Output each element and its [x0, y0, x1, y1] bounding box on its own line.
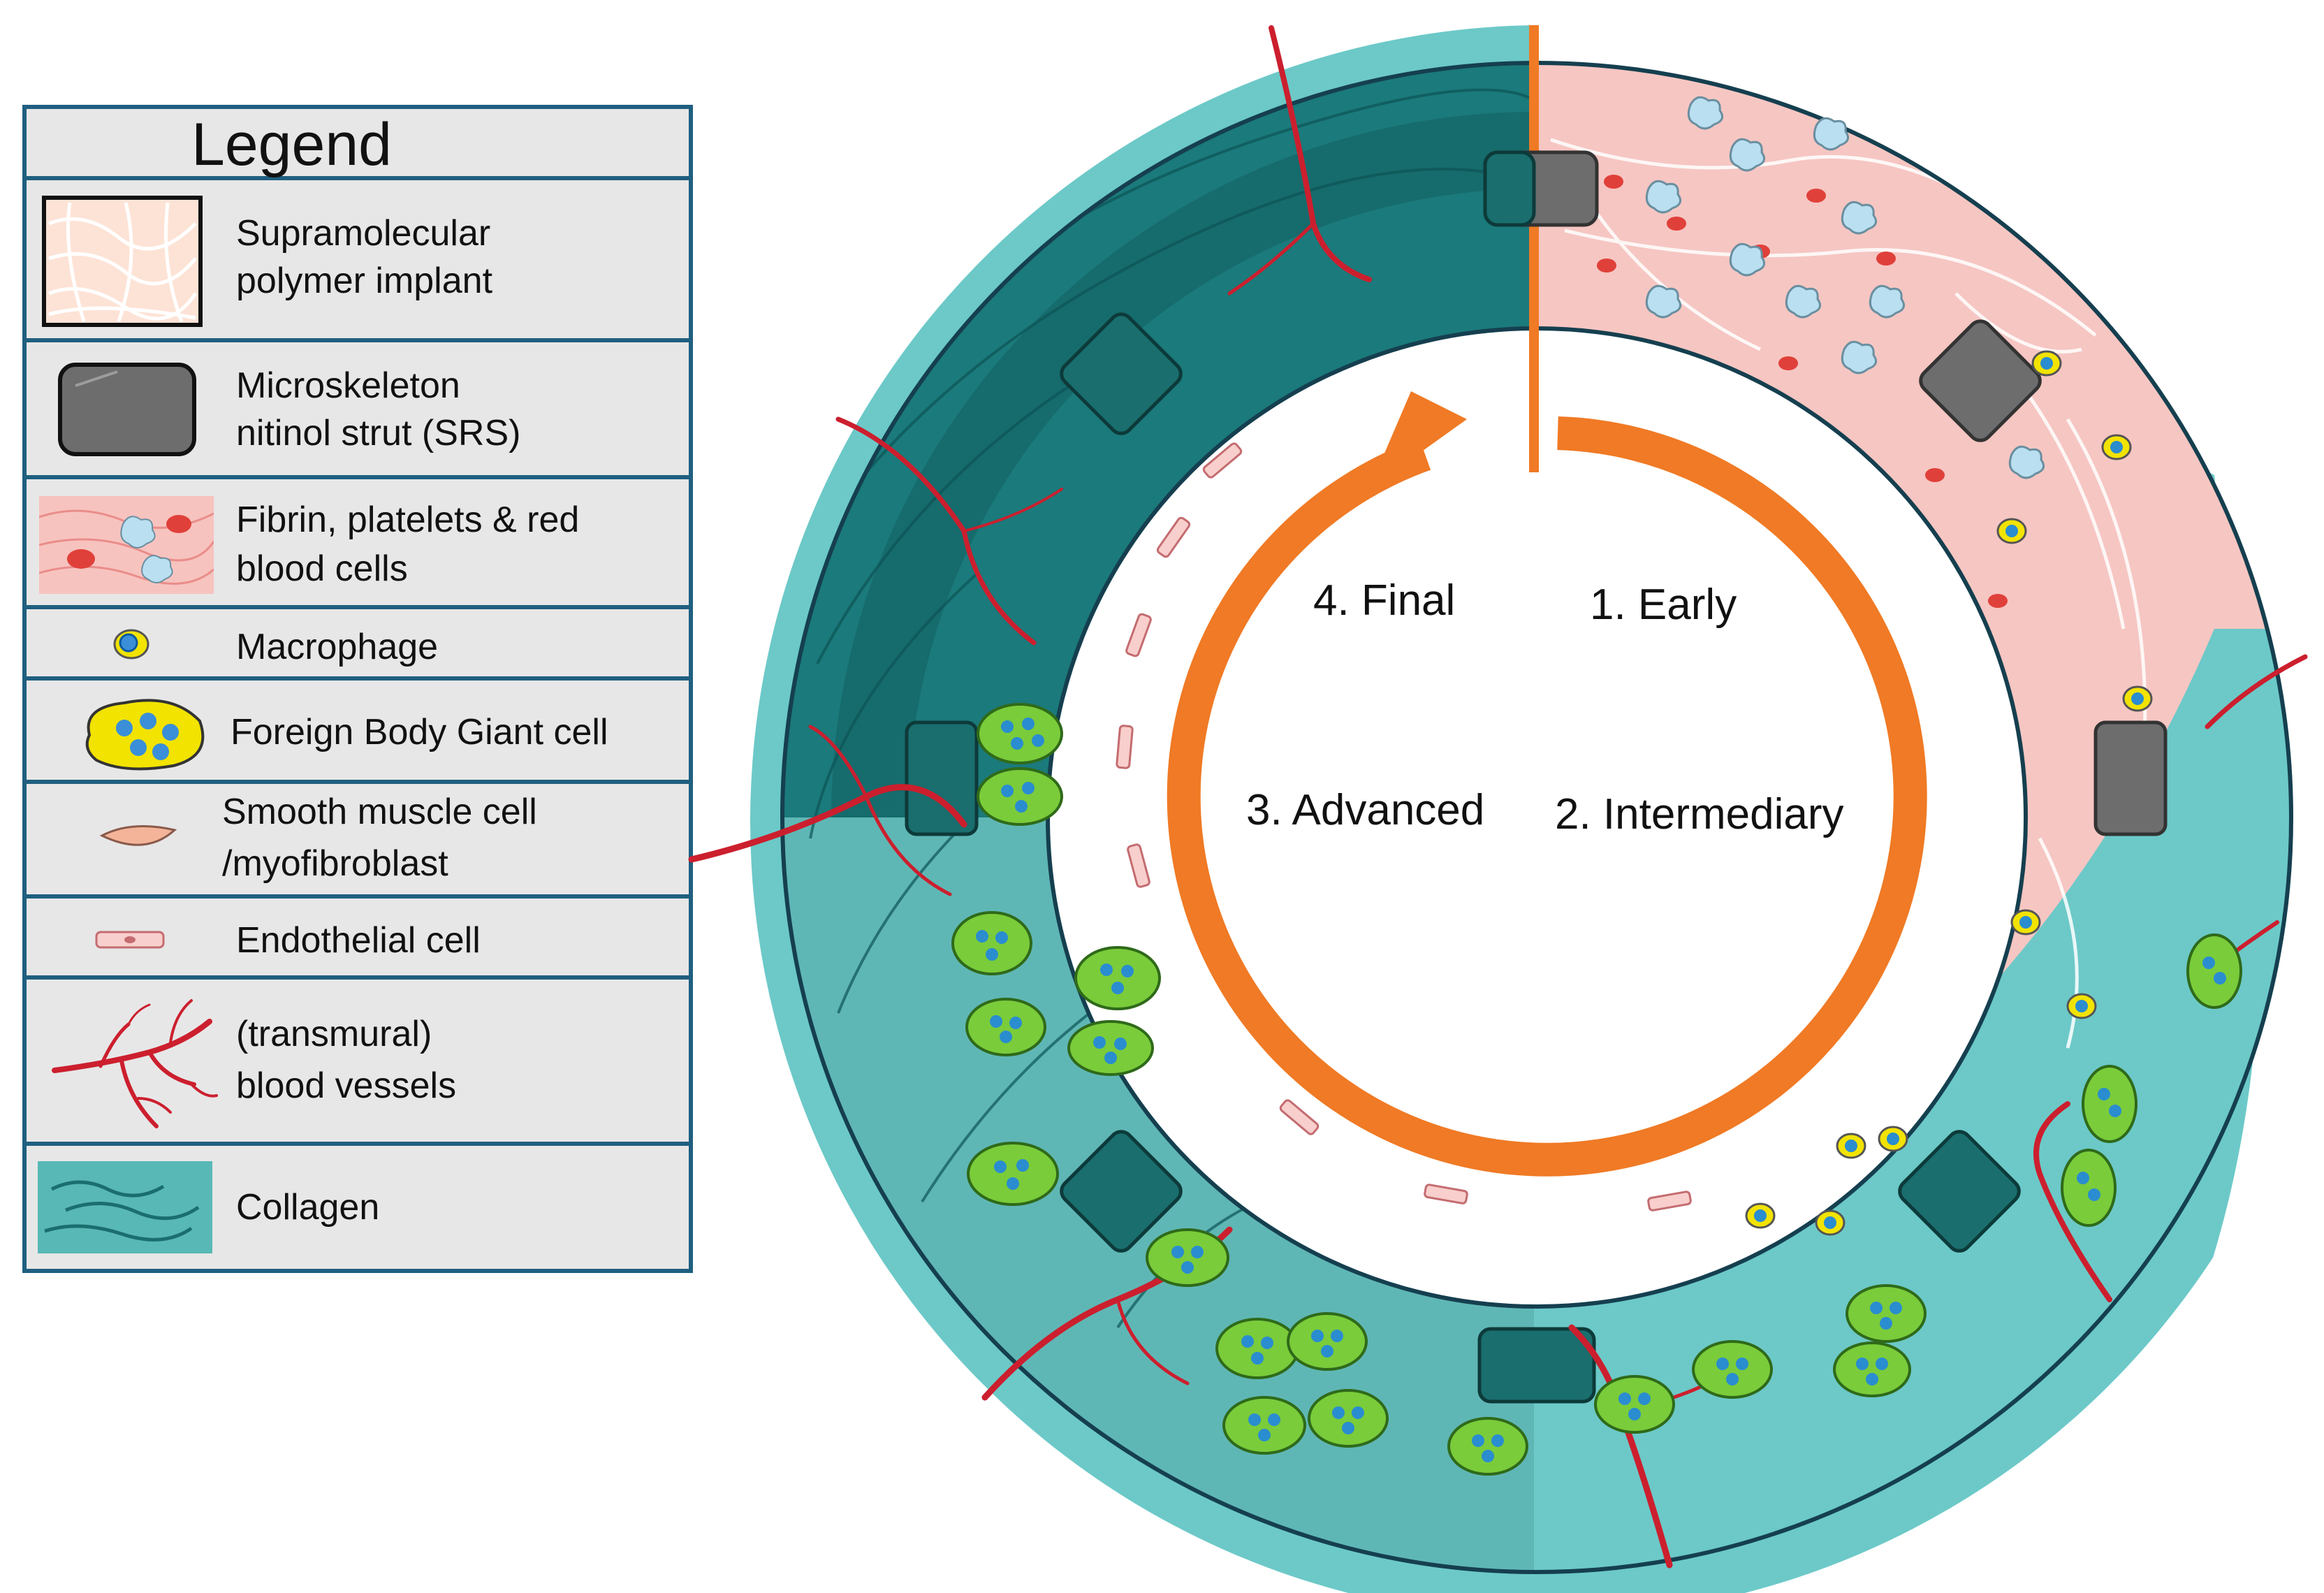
macrophage-icon: [1878, 1126, 1908, 1152]
legend-row-vessels: (transmural) blood vessels: [27, 980, 689, 1146]
legend-label-smc-1: Smooth muscle cell: [222, 792, 537, 832]
legend-label-implant-2: polymer implant: [236, 261, 493, 301]
fbgc-cell: [2186, 933, 2242, 1009]
legend-row-implant: Supramolecular polymer implant: [27, 180, 689, 342]
legend-label-fibrin-2: blood cells: [236, 548, 408, 589]
legend-row-fibrin: Fibrin, platelets & red blood cells: [27, 479, 689, 609]
macrophage-icon: [2031, 350, 2062, 377]
endothelial-cell-icon: [95, 931, 165, 949]
fbgc-cell: [1308, 1389, 1389, 1448]
fbgc-cell: [1846, 1284, 1927, 1343]
macrophage-icon: [2066, 993, 2097, 1019]
fbgc-cell: [2082, 1065, 2137, 1143]
strut-icon: [905, 720, 979, 836]
fbgc-cell: [1146, 1228, 1229, 1287]
macrophage-icon: [1836, 1133, 1866, 1159]
macrophage-icon: [2101, 434, 2132, 460]
fbgc-cell: [1215, 1318, 1299, 1379]
fbgc-cell: [977, 703, 1063, 764]
smooth-muscle-cell-icon: [99, 825, 177, 846]
stage-label-final: 4. Final: [1313, 576, 1455, 625]
collagen-swatch-icon: [38, 1161, 212, 1253]
endothelial-cells: [1116, 442, 1692, 1212]
implant-swatch-icon: [42, 196, 203, 327]
fbgc-cell: [1692, 1340, 1773, 1399]
macrophage-icon: [113, 629, 149, 660]
strut-icon: [1919, 319, 2042, 442]
strut-icon: [2093, 720, 2168, 836]
fbgc-cell: [1287, 1312, 1368, 1371]
legend-label-collagen: Collagen: [236, 1187, 380, 1228]
strut-icon: [1898, 1130, 2021, 1253]
legend-label-smc-2: /myofibroblast: [222, 843, 448, 884]
fibrin-swatch-icon: [39, 496, 214, 594]
fbgc-cell: [1067, 1020, 1154, 1076]
fbgc-cell: [1447, 1417, 1528, 1476]
fbgc-cell: [1594, 1375, 1675, 1434]
legend-label-implant-1: Supramolecular: [236, 213, 491, 254]
fbgc-cell: [977, 767, 1063, 826]
stage-label-intermediary: 2. Intermediary: [1555, 790, 1844, 838]
stage-label-early: 1. Early: [1590, 581, 1737, 629]
legend-row-strut: Microskeleton nitinol strut (SRS): [27, 342, 689, 479]
strut-icon: [58, 363, 196, 456]
blood-vessel-icon: [52, 999, 218, 1128]
strut-icon: [1060, 312, 1183, 435]
fbgc-cell: [965, 998, 1046, 1056]
legend-label-macrophage: Macrophage: [236, 627, 439, 667]
legend-label-strut-2: nitinol strut (SRS): [236, 413, 521, 453]
macrophage-icon: [1815, 1209, 1846, 1236]
macrophage-icon: [1996, 518, 2027, 544]
legend-title: Legend: [191, 111, 392, 178]
legend-row-smc: Smooth muscle cell /myofibroblast: [27, 784, 689, 899]
fibrin-platelets-rbc: [1597, 96, 2045, 608]
fbgc-cell: [1833, 1341, 1911, 1397]
legend-label-vessels-1: (transmural): [236, 1014, 432, 1054]
nitinol-struts: [905, 150, 2168, 1404]
legend-label-endothelial: Endothelial cell: [236, 920, 481, 961]
legend-label-fibrin-1: Fibrin, platelets & red: [236, 500, 580, 540]
legend-label-strut-1: Microskeleton: [236, 365, 460, 406]
stage-label-advanced: 3. Advanced: [1246, 786, 1484, 834]
fbgc-cell: [951, 911, 1032, 975]
foreign-body-giant-cell-icon: [85, 699, 205, 771]
fbgc-cell: [1222, 1396, 1306, 1455]
legend-row-collagen: Collagen: [27, 1146, 689, 1269]
macrophages: [1745, 350, 2153, 1236]
strut-icon: [1483, 150, 1536, 227]
strut-icon: [1477, 1327, 1596, 1404]
macrophage-icon: [2010, 909, 2041, 936]
legend-row-fbgc: Foreign Body Giant cell: [27, 681, 689, 784]
fbgc-cell: [1074, 946, 1161, 1010]
legend-box: Legend Supramolecular polymer implant Mi…: [22, 105, 693, 1273]
stage-cycle-arrow: [1167, 391, 1927, 1177]
legend-row-endothelial: Endothelial cell: [27, 899, 689, 980]
fbgc-cell: [2061, 1149, 2117, 1227]
legend-header: Legend: [27, 109, 689, 180]
legend-label-fbgc: Foreign Body Giant cell: [231, 712, 608, 752]
fbgc-cell: [967, 1142, 1059, 1206]
foreign-body-giant-cells: [951, 703, 2242, 1476]
legend-label-vessels-2: blood vessels: [236, 1065, 457, 1106]
legend-row-macrophage: Macrophage: [27, 609, 689, 681]
macrophage-icon: [1745, 1202, 1776, 1229]
strut-icon: [1060, 1130, 1183, 1253]
macrophage-icon: [2122, 685, 2153, 712]
